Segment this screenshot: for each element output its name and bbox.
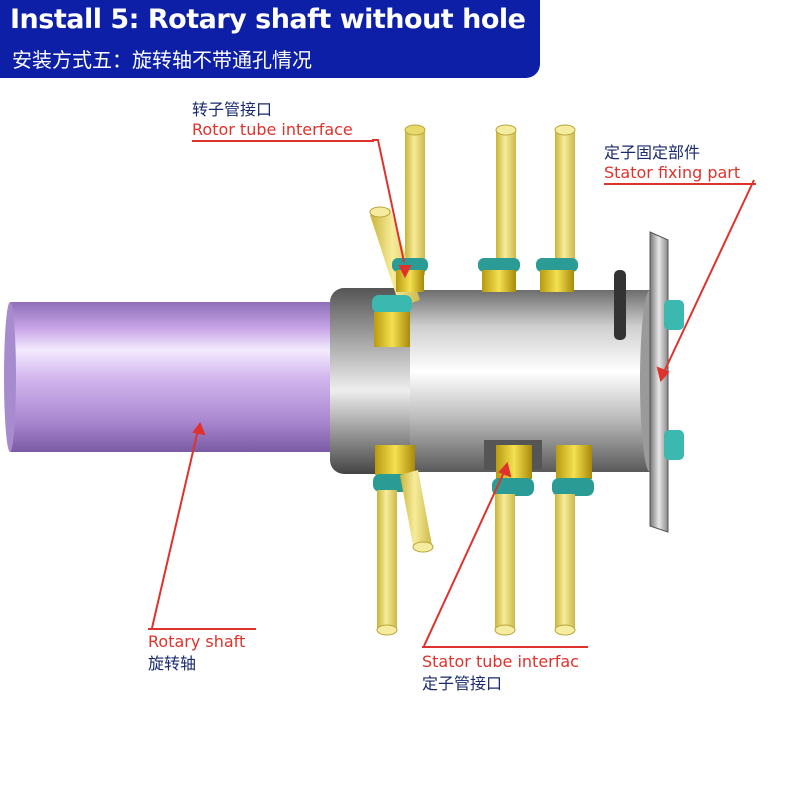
page-subtitle: 安装方式五：旋转轴不带通孔情况 bbox=[12, 48, 312, 72]
title-banner: Install 5: Rotary shaft without hole 安装方… bbox=[0, 0, 540, 78]
stator-fixing-plate bbox=[614, 231, 684, 533]
stator-fixing-label-cn: 定子固定部件 bbox=[604, 143, 701, 162]
stator-interface-label-en: Stator tube interfac bbox=[422, 652, 579, 671]
rotary-shaft-underline bbox=[148, 628, 256, 630]
rotor-interface-label-en: Rotor tube interface bbox=[192, 120, 353, 139]
leader-lines bbox=[151, 139, 755, 647]
stator-interface-label-cn: 定子管接口 bbox=[422, 674, 503, 693]
rotor-interface-label-cn: 转子管接口 bbox=[192, 100, 273, 119]
rotary-shaft-label-en: Rotary shaft bbox=[148, 632, 246, 651]
stator-fixing-label-en: Stator fixing part bbox=[604, 163, 741, 182]
bottom-tubes bbox=[376, 470, 576, 636]
stator-interface-underline bbox=[422, 646, 588, 648]
stator-fixing-underline bbox=[604, 183, 756, 185]
page-title: Install 5: Rotary shaft without hole bbox=[10, 4, 526, 35]
rotary-shaft-label-cn: 旋转轴 bbox=[148, 654, 197, 673]
top-fittings bbox=[372, 258, 578, 347]
rotary-shaft bbox=[4, 302, 350, 452]
rotor-interface-underline bbox=[192, 140, 374, 142]
